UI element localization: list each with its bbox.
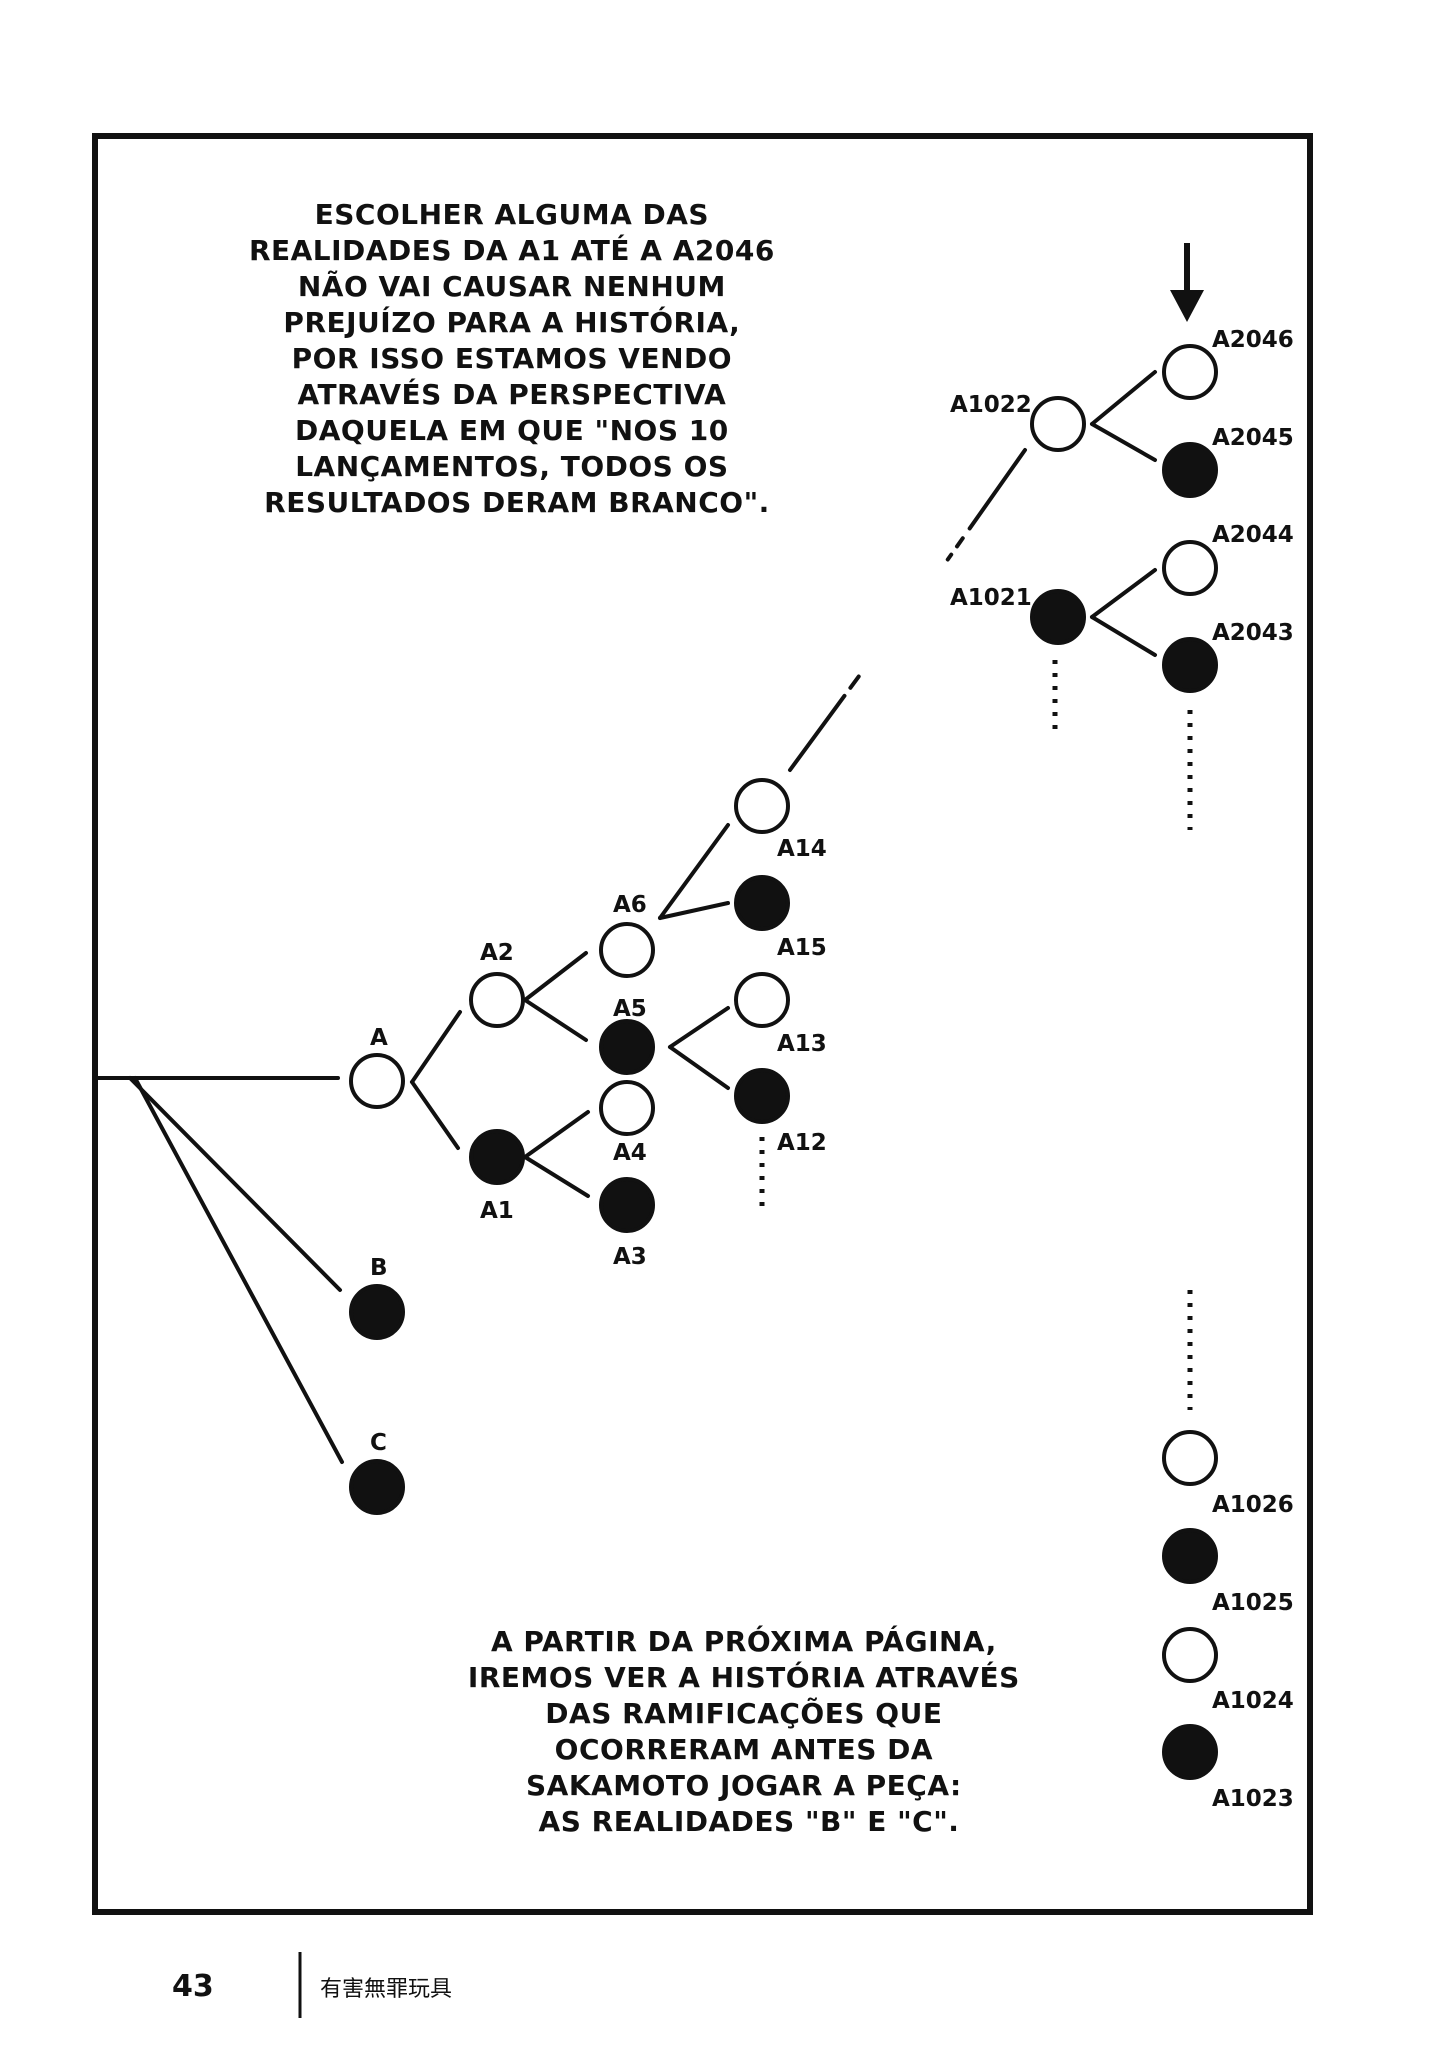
label-B: B	[370, 1255, 388, 1281]
node-A13	[734, 972, 790, 1028]
label-A2044: A2044	[1212, 522, 1294, 548]
caption-bottom-line: DAS RAMIFICAÇÕES QUE	[545, 1696, 942, 1730]
node-A3	[599, 1177, 655, 1233]
caption-top-line: POR ISSO ESTAMOS VENDO	[292, 342, 732, 375]
caption-bottom-line: IREMOS VER A HISTÓRIA ATRAVÉS	[468, 1660, 1020, 1694]
label-A1023: A1023	[1212, 1786, 1294, 1812]
label-A1021: A1021	[950, 585, 1032, 611]
label-A1026: A1026	[1212, 1492, 1294, 1518]
book-title: 有害無罪玩具	[320, 1977, 452, 2002]
edge-A2-A6	[523, 951, 588, 1002]
label-A1025: A1025	[1212, 1590, 1294, 1616]
node-A2045	[1162, 442, 1218, 498]
edge-A1021-A2043	[1090, 615, 1157, 657]
node-C	[349, 1459, 405, 1515]
node-A4	[599, 1080, 655, 1136]
node-A2044	[1162, 540, 1218, 596]
page-number: 43	[172, 1969, 214, 2004]
caption-bottom: A PARTIR DA PRÓXIMA PÁGINA, IREMOS VER A…	[468, 1624, 1030, 1838]
label-A13: A13	[777, 1031, 827, 1057]
edge-root-B	[128, 1076, 342, 1292]
caption-bottom-line: AS REALIDADES "B" E "C".	[539, 1805, 960, 1838]
edge-A14-ellipsis	[788, 670, 864, 772]
caption-top-line: RESULTADOS DERAM BRANCO".	[264, 486, 770, 519]
edge-A5-A12	[668, 1045, 730, 1090]
label-A3: A3	[613, 1244, 647, 1270]
label-A14: A14	[777, 836, 827, 862]
label-A1024: A1024	[1212, 1688, 1294, 1714]
node-labels: A B C A1 A2 A3 A4 A5 A6 A12 A13 A14 A15 …	[370, 327, 1294, 1812]
caption-top-line: LANÇAMENTOS, TODOS OS	[295, 450, 728, 483]
label-A2043: A2043	[1212, 620, 1294, 646]
node-B	[349, 1284, 405, 1340]
caption-top-line: PREJUÍZO PARA A HISTÓRIA,	[283, 305, 740, 339]
label-A6: A6	[613, 892, 647, 918]
caption-top-line: ATRAVÉS DA PERSPECTIVA	[297, 377, 726, 411]
edge-A1-A4	[523, 1110, 590, 1159]
edge-A1021-A2044	[1090, 568, 1157, 619]
caption-bottom-line: A PARTIR DA PRÓXIMA PÁGINA,	[491, 1624, 997, 1658]
edge-A5-A13	[668, 1006, 730, 1049]
edge-A6-A15	[658, 901, 730, 920]
label-A15: A15	[777, 935, 827, 961]
edge-A-A2	[410, 1010, 462, 1084]
edge-A1022-ellipsis	[944, 448, 1027, 564]
edge-A1022-A2045	[1090, 422, 1157, 462]
caption-top-line: REALIDADES DA A1 ATÉ A A2046	[249, 233, 775, 267]
label-A1022: A1022	[950, 392, 1032, 418]
node-A5	[599, 1019, 655, 1075]
label-C: C	[370, 1430, 387, 1456]
tree-nodes	[349, 344, 1218, 1780]
caption-bottom-line: SAKAMOTO JOGAR A PEÇA:	[526, 1769, 962, 1802]
node-A6	[599, 922, 655, 978]
node-A1	[469, 1129, 525, 1185]
caption-top-line: DAQUELA EM QUE "NOS 10	[295, 414, 729, 447]
edge-A-A1	[410, 1080, 460, 1150]
label-A4: A4	[613, 1140, 647, 1166]
caption-bottom-line: OCORRERAM ANTES DA	[555, 1733, 933, 1766]
edge-A2-A5	[523, 998, 588, 1042]
label-A2: A2	[480, 940, 514, 966]
node-A1022	[1030, 396, 1086, 452]
node-A12	[734, 1068, 790, 1124]
label-A2046: A2046	[1212, 327, 1294, 353]
node-A14	[734, 778, 790, 834]
node-A1021	[1030, 589, 1086, 645]
tree-edges	[95, 370, 1157, 1464]
node-A1023	[1162, 1724, 1218, 1780]
node-A15	[734, 875, 790, 931]
node-A2043	[1162, 637, 1218, 693]
caption-top-line: ESCOLHER ALGUMA DAS	[315, 198, 709, 231]
label-A5: A5	[613, 996, 647, 1022]
node-A1025	[1162, 1528, 1218, 1584]
label-A: A	[370, 1025, 388, 1051]
node-A2	[469, 972, 525, 1028]
edge-A1022-A2046	[1090, 370, 1157, 426]
panel-frame	[92, 133, 1313, 1915]
caption-top-line: NÃO VAI CAUSAR NENHUM	[298, 269, 726, 303]
node-A	[349, 1053, 405, 1109]
down-arrow-icon	[1170, 243, 1204, 322]
node-A1026	[1162, 1430, 1218, 1486]
edge-root-C	[133, 1076, 344, 1464]
edge-A1-A3	[523, 1155, 590, 1198]
label-A2045: A2045	[1212, 425, 1294, 451]
label-A12: A12	[777, 1130, 827, 1156]
node-A2046	[1162, 344, 1218, 400]
edge-A6-A14	[658, 823, 730, 920]
caption-top: ESCOLHER ALGUMA DAS REALIDADES DA A1 ATÉ…	[249, 198, 785, 519]
label-A1: A1	[480, 1198, 514, 1224]
node-A1024	[1162, 1627, 1218, 1683]
